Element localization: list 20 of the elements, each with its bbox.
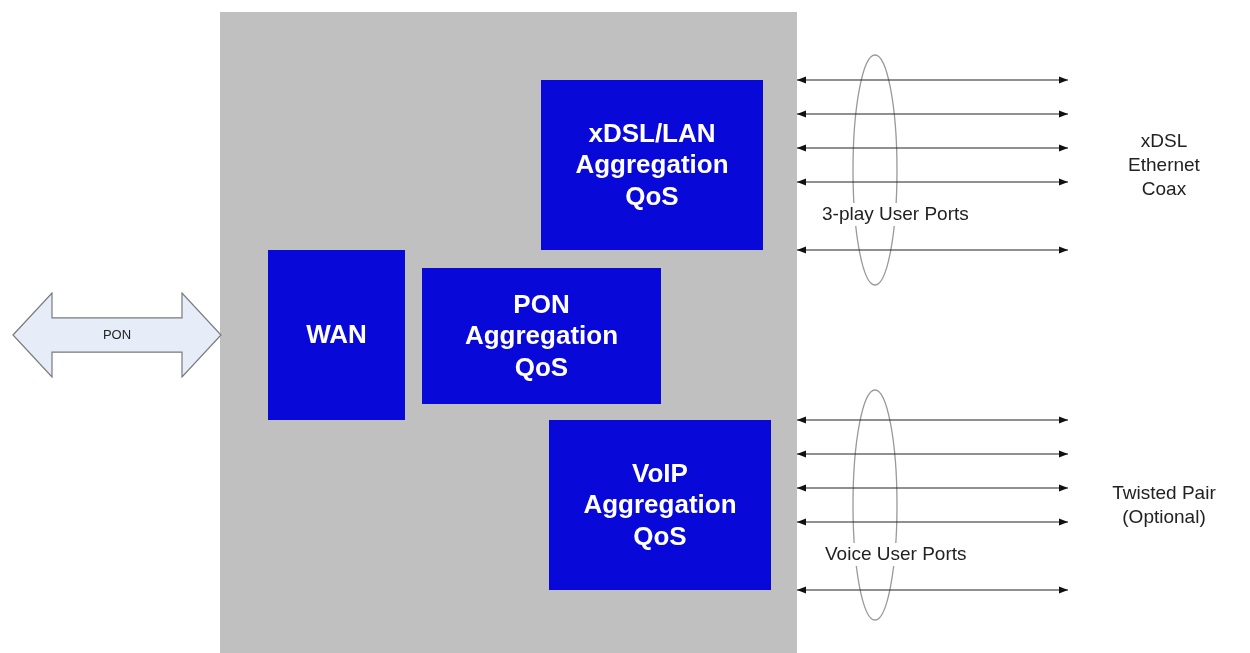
device-panel [220,12,797,653]
port-type-label: Twisted Pair (Optional) [1078,455,1250,555]
port-arrow [796,416,1069,424]
interface-block-arrow: PON [12,292,222,378]
port-group-label: 3-play User Ports [820,203,971,226]
port-arrow [796,518,1069,526]
port-arrow [796,586,1069,594]
port-arrow [796,178,1069,186]
port-arrow [796,110,1069,118]
port-arrow [796,144,1069,152]
process-box: xDSL/LAN Aggregation QoS [541,80,763,250]
port-arrow [796,484,1069,492]
process-box: VoIP Aggregation QoS [549,420,771,590]
port-group-label: Voice User Ports [823,543,969,566]
process-box: PON Aggregation QoS [422,268,661,404]
port-arrow [796,246,1069,254]
port-arrow [796,450,1069,458]
port-arrow [796,76,1069,84]
process-box: WAN [268,250,405,420]
port-type-label: xDSL Ethernet Coax [1078,115,1250,215]
